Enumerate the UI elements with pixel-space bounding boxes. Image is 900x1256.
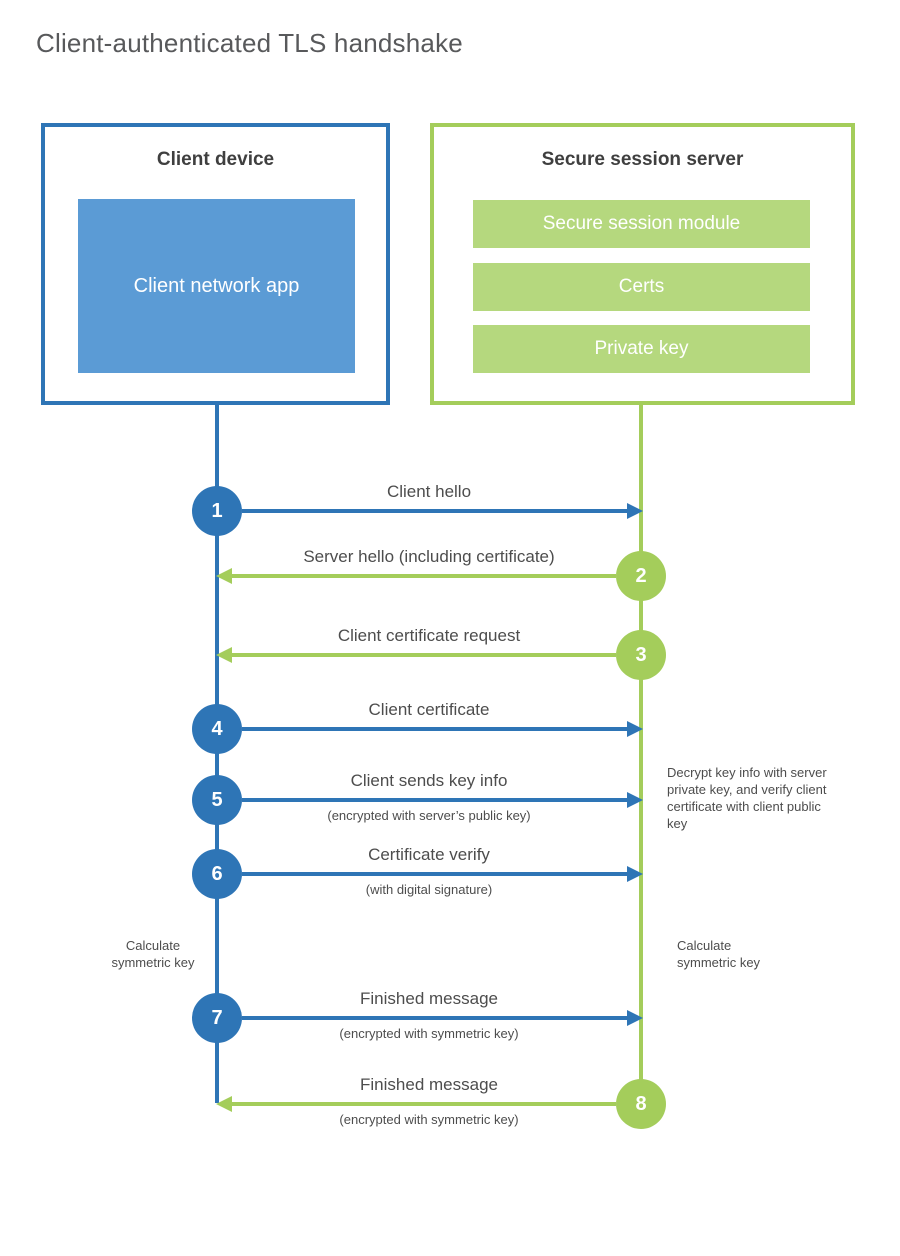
step-6-circle: 6 <box>192 849 242 899</box>
step-4-arrow-head <box>627 721 643 737</box>
step-6-arrow <box>242 872 627 876</box>
client-calculate-symmetric-key-note: Calculate symmetric key <box>111 938 195 970</box>
client-network-app-box: Client network app <box>78 199 355 373</box>
client-device-title: Client device <box>156 149 275 170</box>
step-8-sub-label: (encrypted with symmetric key) <box>339 1112 519 1127</box>
step-6-label: Certificate verify <box>368 845 490 864</box>
secure-session-server-title: Secure session server <box>541 149 744 170</box>
step-2-arrow-head <box>216 568 232 584</box>
step-7-sub-label: (encrypted with symmetric key) <box>339 1026 519 1041</box>
decrypt-note: Decrypt key info with server private key… <box>667 765 827 831</box>
step-2-arrow <box>232 574 616 578</box>
step-2-label: Server hello (including certificate) <box>303 547 555 566</box>
step-6-sub-label: (with digital signature) <box>365 882 493 897</box>
server-lifeline <box>639 403 643 1106</box>
step-1-arrow <box>242 509 627 513</box>
step-5-circle: 5 <box>192 775 242 825</box>
server-module-private-key: Private key <box>473 325 810 373</box>
step-7-label: Finished message <box>360 989 498 1008</box>
page-title: Client-authenticated TLS handshake <box>36 28 463 58</box>
step-4-circle: 4 <box>192 704 242 754</box>
server-module-certs: Certs <box>473 263 810 311</box>
step-8-label: Finished message <box>360 1075 498 1094</box>
step-7-arrow-head <box>627 1010 643 1026</box>
step-3-arrow <box>232 653 616 657</box>
step-7-arrow <box>242 1016 627 1020</box>
server-module-secure-session-module: Secure session module <box>473 200 810 248</box>
step-1-arrow-head <box>627 503 643 519</box>
step-3-circle: 3 <box>616 630 666 680</box>
step-4-arrow <box>242 727 627 731</box>
step-2-circle: 2 <box>616 551 666 601</box>
step-6-arrow-head <box>627 866 643 882</box>
step-5-arrow <box>242 798 627 802</box>
step-5-arrow-head <box>627 792 643 808</box>
step-1-label: Client hello <box>386 482 472 501</box>
step-5-label: Client sends key info <box>350 771 508 790</box>
step-4-label: Client certificate <box>368 700 490 719</box>
step-8-circle: 8 <box>616 1079 666 1129</box>
step-3-arrow-head <box>216 647 232 663</box>
step-8-arrow-head <box>216 1096 232 1112</box>
server-calculate-symmetric-key-note: Calculate symmetric key <box>677 938 761 970</box>
client-network-app-label: Client network app <box>133 275 300 297</box>
step-7-circle: 7 <box>192 993 242 1043</box>
step-3-label: Client certificate request <box>337 626 521 645</box>
step-8-arrow <box>232 1102 616 1106</box>
step-5-sub-label: (encrypted with server’s public key) <box>327 808 531 823</box>
step-1-circle: 1 <box>192 486 242 536</box>
